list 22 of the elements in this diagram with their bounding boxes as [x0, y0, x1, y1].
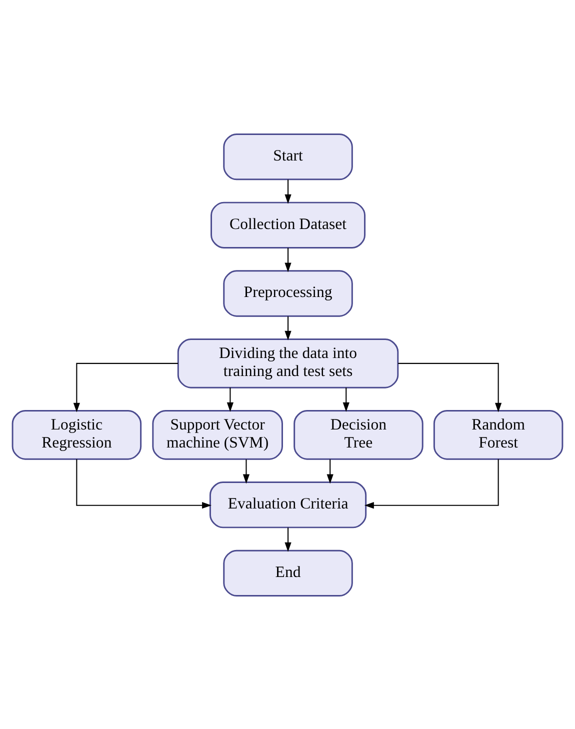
arrow — [284, 247, 292, 272]
node-box: Collection Dataset — [210, 201, 366, 248]
arrow — [76, 458, 212, 508]
node-box: Random Forest — [433, 410, 564, 460]
arrow — [398, 362, 502, 412]
node-box: Logistic Regression — [12, 410, 142, 460]
node-box: Evaluation Criteria — [209, 481, 367, 528]
arrow — [342, 387, 350, 412]
arrow — [284, 316, 292, 340]
node-box: Support Vector machine (SVM) — [152, 410, 283, 460]
arrow — [284, 527, 292, 552]
node-box: End — [223, 549, 353, 596]
arrow — [73, 362, 178, 412]
node-box: Start — [223, 132, 353, 180]
arrow — [326, 458, 334, 484]
node-box: Decision Tree — [294, 410, 424, 460]
node-box: Preprocessing — [223, 270, 353, 316]
arrow — [242, 458, 250, 484]
node-box: Dividing the data into training and test sets — [177, 338, 399, 388]
arrow — [226, 387, 234, 412]
arrow — [284, 179, 292, 204]
arrow — [364, 458, 499, 508]
